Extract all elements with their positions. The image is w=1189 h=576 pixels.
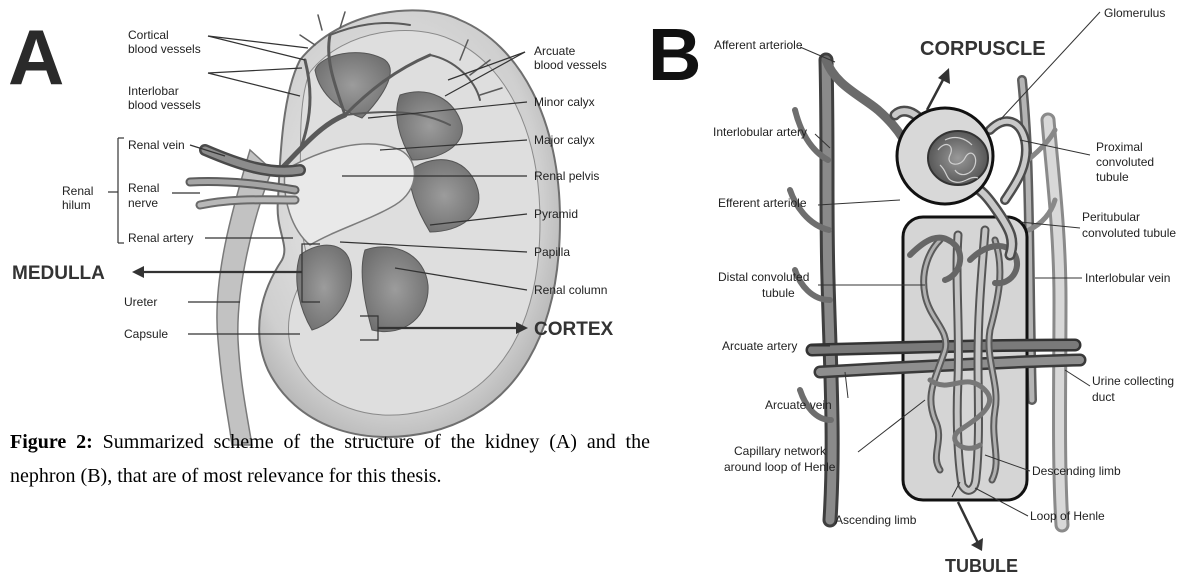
label-capillary-1: Capillary network (734, 444, 827, 458)
figure-caption: Figure 2: Summarized scheme of the struc… (10, 425, 650, 493)
label-cortical-vessels-1: Cortical (128, 28, 169, 42)
label-renal-hilum-2: hilum (62, 198, 91, 212)
label-loop-of-henle: Loop of Henle (1030, 509, 1105, 523)
label-descending-limb: Descending limb (1032, 464, 1121, 478)
label-distal-1: Distal convoluted (718, 270, 809, 284)
label-ascending-limb: Ascending limb (835, 513, 917, 527)
panel-a: A (8, 10, 614, 445)
label-cortex: CORTEX (534, 319, 614, 340)
label-corpuscle: CORPUSCLE (920, 38, 1046, 60)
label-arcuate-vessels-1: Arcuate (534, 44, 576, 58)
label-afferent-arteriole: Afferent arteriole (714, 38, 803, 52)
caption-text: Summarized scheme of the structure of th… (10, 431, 650, 487)
label-interlobar-vessels-1: Interlobar (128, 84, 179, 98)
label-interlobular-vein: Interlobular vein (1085, 271, 1170, 285)
label-renal-pelvis: Renal pelvis (534, 169, 599, 183)
label-interlobular-artery: Interlobular artery (713, 125, 807, 139)
label-papilla: Papilla (534, 245, 570, 259)
label-pyramid: Pyramid (534, 207, 578, 221)
label-peritubular-1: Peritubular (1082, 210, 1140, 224)
glomerulus-shape (928, 131, 988, 185)
label-ureter: Ureter (124, 295, 157, 309)
label-major-calyx: Major calyx (534, 133, 595, 147)
label-proximal-1: Proximal (1096, 140, 1143, 154)
caption-lead: Figure 2: (10, 431, 93, 453)
label-efferent-arteriole: Efferent arteriole (718, 196, 807, 210)
label-minor-calyx: Minor calyx (534, 95, 595, 109)
label-cortical-vessels-2: blood vessels (128, 42, 201, 56)
kidney-illustration (190, 10, 560, 445)
label-renal-nerve-2: nerve (128, 196, 158, 210)
label-tubule: TUBULE (945, 556, 1018, 576)
label-interlobar-vessels-2: blood vessels (128, 98, 201, 112)
label-arcuate-artery: Arcuate artery (722, 339, 797, 353)
label-glomerulus: Glomerulus (1104, 6, 1165, 20)
panel-b: B (648, 6, 1176, 576)
label-renal-column: Renal column (534, 283, 607, 297)
label-proximal-2: convoluted (1096, 155, 1154, 169)
panel-b-letter: B (648, 13, 701, 96)
label-capsule: Capsule (124, 327, 168, 341)
label-arcuate-vessels-2: blood vessels (534, 58, 607, 72)
label-distal-2: tubule (762, 286, 795, 300)
label-peritubular-2: convoluted tubule (1082, 226, 1176, 240)
label-capillary-2: around loop of Henle (724, 460, 836, 474)
label-renal-nerve-1: Renal (128, 181, 159, 195)
label-urine-duct-1: Urine collecting (1092, 374, 1174, 388)
label-medulla: MEDULLA (12, 263, 105, 284)
label-renal-vein: Renal vein (128, 138, 185, 152)
label-arcuate-vein: Arcuate vein (765, 398, 832, 412)
label-renal-artery: Renal artery (128, 231, 193, 245)
panel-a-letter: A (8, 13, 64, 101)
label-renal-hilum-1: Renal (62, 184, 93, 198)
label-proximal-3: tubule (1096, 170, 1129, 184)
label-urine-duct-2: duct (1092, 390, 1115, 404)
